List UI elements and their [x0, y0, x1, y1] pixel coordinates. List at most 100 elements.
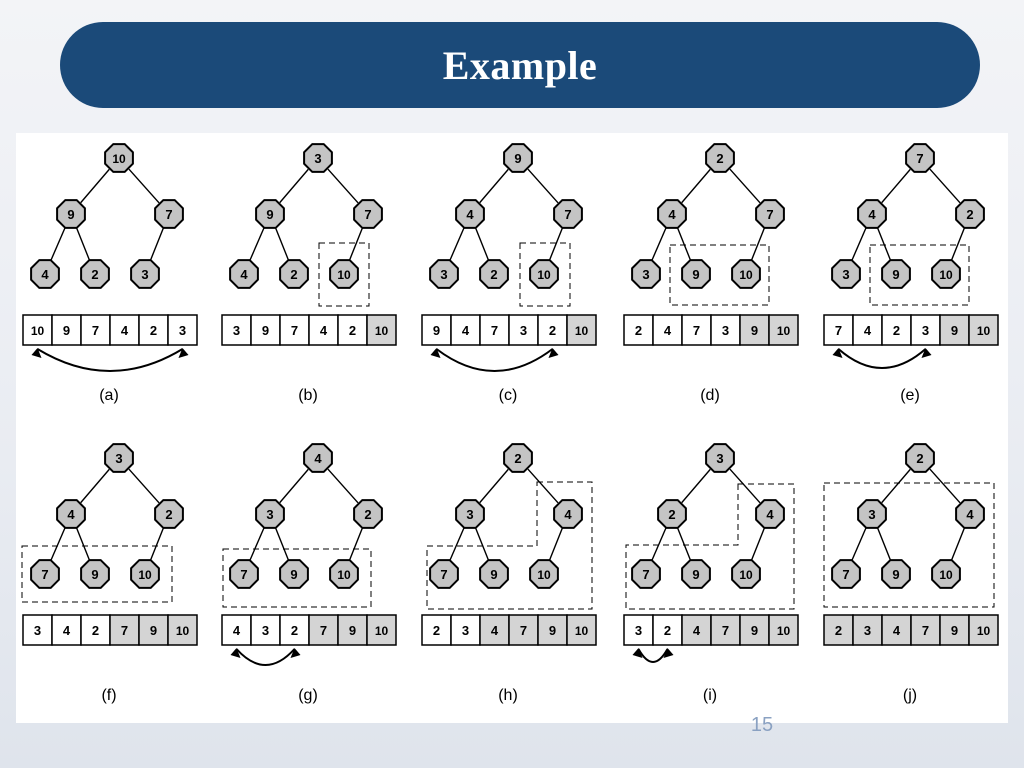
- array-cell-value: 2: [835, 623, 842, 638]
- tree-node-label: 3: [466, 507, 473, 522]
- tree-edge: [676, 527, 692, 561]
- array-cell-value: 10: [575, 324, 589, 338]
- array-cell: [479, 614, 510, 646]
- swap-arrowhead: [921, 348, 932, 358]
- tree-node: [255, 199, 285, 229]
- array-cell: [250, 614, 281, 646]
- sorted-region-box: [823, 482, 995, 608]
- tree-node: [755, 199, 785, 229]
- tree-edge: [75, 527, 91, 561]
- tree-node: [80, 559, 110, 589]
- tree-node-label: 2: [514, 451, 521, 466]
- array-cell: [479, 314, 510, 346]
- tree-node-label: 9: [692, 267, 699, 282]
- tree-node: [931, 559, 961, 589]
- panel-label: (b): [298, 387, 318, 404]
- tree-node-label: 10: [537, 268, 551, 282]
- array-cell: [138, 314, 169, 346]
- tree-node: [631, 559, 661, 589]
- tree-edge: [651, 527, 667, 561]
- tree-node: [429, 259, 459, 289]
- array-cell-value: 3: [722, 323, 729, 338]
- tree-node: [455, 499, 485, 529]
- tree-node: [303, 143, 333, 173]
- tree-node: [881, 559, 911, 589]
- panel-label: (d): [700, 387, 720, 404]
- array-cell-value: 10: [375, 624, 389, 638]
- tree-node-label: 2: [490, 267, 497, 282]
- tree-node: [857, 199, 887, 229]
- panel-label: (c): [499, 387, 518, 404]
- swap-arrowhead: [31, 348, 42, 358]
- tree-edge: [479, 468, 509, 504]
- tree-node-label: 4: [67, 507, 75, 522]
- tree-edge: [681, 168, 711, 204]
- panel-label: (j): [903, 687, 917, 704]
- tree-node: [881, 259, 911, 289]
- tree-node: [857, 499, 887, 529]
- tree-node-label: 2: [716, 151, 723, 166]
- array-cell-value: 7: [491, 323, 498, 338]
- tree-node-label: 4: [966, 507, 974, 522]
- tree-edge: [279, 468, 309, 504]
- tree-node: [30, 259, 60, 289]
- tree-edge: [449, 227, 465, 261]
- array-cell-value: 2: [92, 623, 99, 638]
- tree-node-label: 9: [892, 267, 899, 282]
- panel-label: (h): [498, 687, 518, 704]
- tree-node: [329, 259, 359, 289]
- tree-edge: [449, 527, 465, 561]
- array-cell: [421, 314, 452, 346]
- tree-edge: [149, 527, 165, 561]
- tree-node-label: 9: [266, 207, 273, 222]
- tree-node-label: 10: [939, 568, 953, 582]
- array-cell-value: 4: [893, 623, 901, 638]
- tree-node-label: 10: [337, 268, 351, 282]
- tree-node-label: 9: [490, 567, 497, 582]
- tree-node: [329, 559, 359, 589]
- tree-edge: [881, 468, 911, 504]
- tree-edge: [876, 227, 892, 261]
- array-cell: [109, 614, 140, 646]
- tree-node: [503, 443, 533, 473]
- tree-edge: [729, 168, 761, 204]
- array-cell-value: 10: [31, 324, 45, 338]
- array-cell-value: 2: [664, 623, 671, 638]
- tree-node-label: 7: [440, 567, 447, 582]
- tree-node: [831, 259, 861, 289]
- array-cell-value: 9: [751, 323, 758, 338]
- tree-node-label: 7: [240, 567, 247, 582]
- tree-node: [130, 259, 160, 289]
- panel-label: (e): [900, 387, 920, 404]
- tree-node-label: 3: [141, 267, 148, 282]
- tree-edge: [750, 527, 766, 561]
- tree-edge: [348, 227, 364, 261]
- array-cell-value: 10: [977, 324, 991, 338]
- tree-node-label: 4: [766, 507, 774, 522]
- sorted-region-box: [318, 242, 370, 307]
- array-cell-value: 10: [176, 624, 190, 638]
- array-cell-value: 3: [233, 323, 240, 338]
- tree-node-label: 10: [537, 568, 551, 582]
- tree-node-label: 3: [716, 451, 723, 466]
- tree-node: [429, 559, 459, 589]
- tree-node-label: 9: [67, 207, 74, 222]
- tree-node: [255, 499, 285, 529]
- tree-edge: [548, 227, 564, 261]
- tree-edge: [950, 527, 966, 561]
- array-cell-value: 2: [291, 623, 298, 638]
- tree-node-label: 7: [842, 567, 849, 582]
- tree-node-label: 3: [842, 267, 849, 282]
- tree-node-label: 4: [314, 451, 322, 466]
- tree-node: [931, 259, 961, 289]
- array-cell: [279, 614, 310, 646]
- tree-node: [279, 559, 309, 589]
- tree-edge: [929, 468, 961, 504]
- array-cell: [939, 314, 970, 346]
- array-cell: [51, 614, 82, 646]
- array-cell: [308, 314, 339, 346]
- tree-node: [681, 559, 711, 589]
- tree-node: [705, 143, 735, 173]
